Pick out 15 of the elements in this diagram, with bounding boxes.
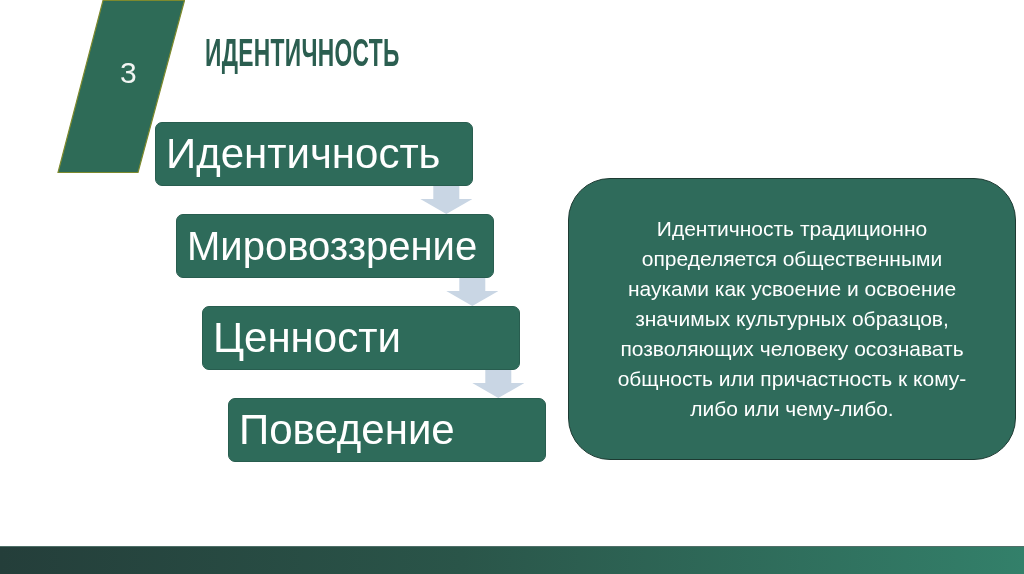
step-label: Идентичность: [166, 129, 441, 179]
step-box: [176, 214, 494, 278]
step-label: Поведение: [239, 405, 455, 455]
step-label: Мировоззрение: [187, 223, 478, 269]
definition-box: [568, 178, 1016, 460]
step-box: [228, 398, 546, 462]
step-box: [202, 306, 520, 370]
down-arrow: [420, 186, 473, 214]
slide-title: ИДЕНТИЧНОСТЬ: [205, 34, 400, 72]
down-arrow: [472, 370, 525, 398]
step-box: [155, 122, 473, 186]
step-label: Ценности: [213, 313, 401, 363]
definition-text: Идентичность традиционно определяется общественными науками как усвоение и освоение значимых культурных образцов, позволяющих человеку осознавать общность или причастность к кому-либо или чему-либо.: [616, 216, 968, 422]
down-arrow: [446, 278, 499, 306]
section-number: 3: [120, 58, 137, 88]
